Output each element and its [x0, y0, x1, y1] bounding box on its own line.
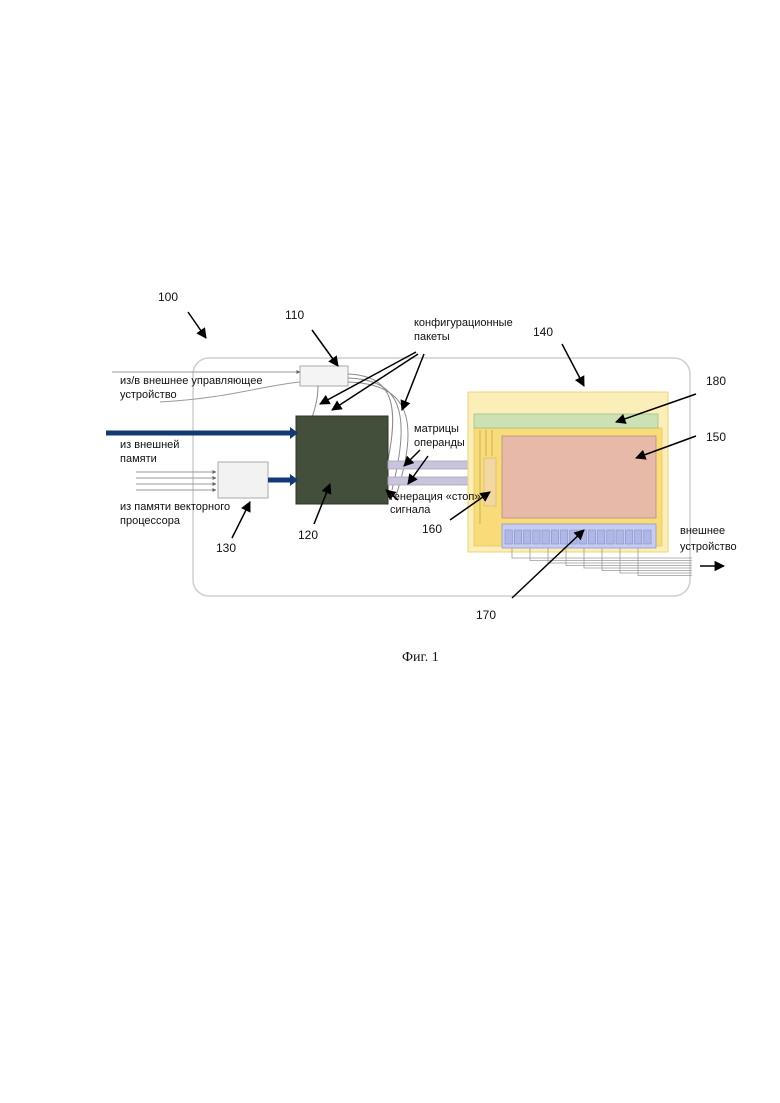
block-170-cell	[625, 530, 632, 544]
label-stop-signal-1: генерация «стоп»	[390, 490, 481, 504]
block-150	[502, 436, 656, 518]
label-stop-signal-2: сигнала	[390, 503, 430, 517]
label-matrices-2: операнды	[414, 436, 465, 450]
vector-memory-lines	[136, 472, 216, 490]
vector-memory-block	[218, 462, 268, 498]
block-170-cell	[561, 530, 568, 544]
label-external-memory-2: памяти	[120, 452, 157, 466]
ref-170: 170	[476, 608, 496, 622]
label-external-device-2: устройство	[680, 540, 737, 554]
label-config-packets-2: пакеты	[414, 330, 450, 344]
label-config-packets-1: конфигурационные	[414, 316, 513, 330]
label-control-device-2: устройство	[120, 388, 177, 402]
label-external-memory-1: из внешней	[120, 438, 179, 452]
block-170-cell	[635, 530, 642, 544]
block-170-cell	[524, 530, 531, 544]
block-170-cell	[533, 530, 540, 544]
ref-110: 110	[285, 308, 304, 322]
figure-caption: Фиг. 1	[402, 650, 439, 666]
block-170-cell	[607, 530, 614, 544]
control-interface-block	[300, 366, 348, 386]
main-block	[296, 416, 388, 504]
block-170-cell	[598, 530, 605, 544]
ref-120: 120	[298, 528, 318, 542]
ref-130: 130	[216, 541, 236, 555]
block-180	[474, 414, 658, 428]
block-170-cell	[505, 530, 512, 544]
label-vector-memory-1: из памяти векторного	[120, 500, 230, 514]
block-170-cell	[616, 530, 623, 544]
block-170-cell	[514, 530, 521, 544]
leader-130	[232, 502, 250, 538]
leader-110	[312, 330, 338, 366]
block-170-cell	[542, 530, 549, 544]
ref-140: 140	[533, 325, 553, 339]
ref-180: 180	[706, 374, 726, 388]
ref-100: 100	[158, 290, 178, 304]
block-160	[484, 458, 496, 506]
label-matrices-1: матрицы	[414, 422, 459, 436]
leader-140	[562, 344, 584, 386]
leader-100	[188, 312, 206, 338]
label-vector-memory-2: процессора	[120, 514, 180, 528]
ref-160: 160	[422, 522, 442, 536]
label-external-device-1: внешнее	[680, 524, 725, 538]
block-170-cell	[644, 530, 651, 544]
block-170-cell	[551, 530, 558, 544]
block-170-cell	[588, 530, 595, 544]
ref-150: 150	[706, 430, 726, 444]
label-control-device-1: из/в внешнее управляющее	[120, 374, 262, 388]
